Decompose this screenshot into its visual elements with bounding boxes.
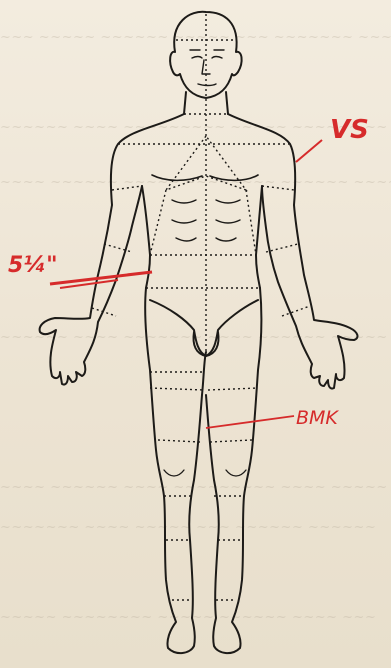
- knee-lines: [164, 470, 246, 476]
- underwear-outline: [150, 300, 258, 356]
- region-dividers: [92, 14, 310, 600]
- left-arm-outline: [40, 114, 184, 385]
- vs-leader-line: [296, 140, 322, 162]
- torso-right-side: [256, 186, 262, 288]
- annotation-bmk: BMK: [296, 407, 339, 429]
- pectoral-left: [152, 175, 202, 180]
- annotation-measure: 5¼": [8, 253, 58, 278]
- neck-right: [226, 92, 228, 114]
- neck-left: [184, 92, 186, 114]
- right-arm-outline: [228, 114, 357, 389]
- annotation-vs: VS: [330, 115, 369, 145]
- face-features: [190, 50, 224, 86]
- bmk-leader-line: [206, 416, 294, 428]
